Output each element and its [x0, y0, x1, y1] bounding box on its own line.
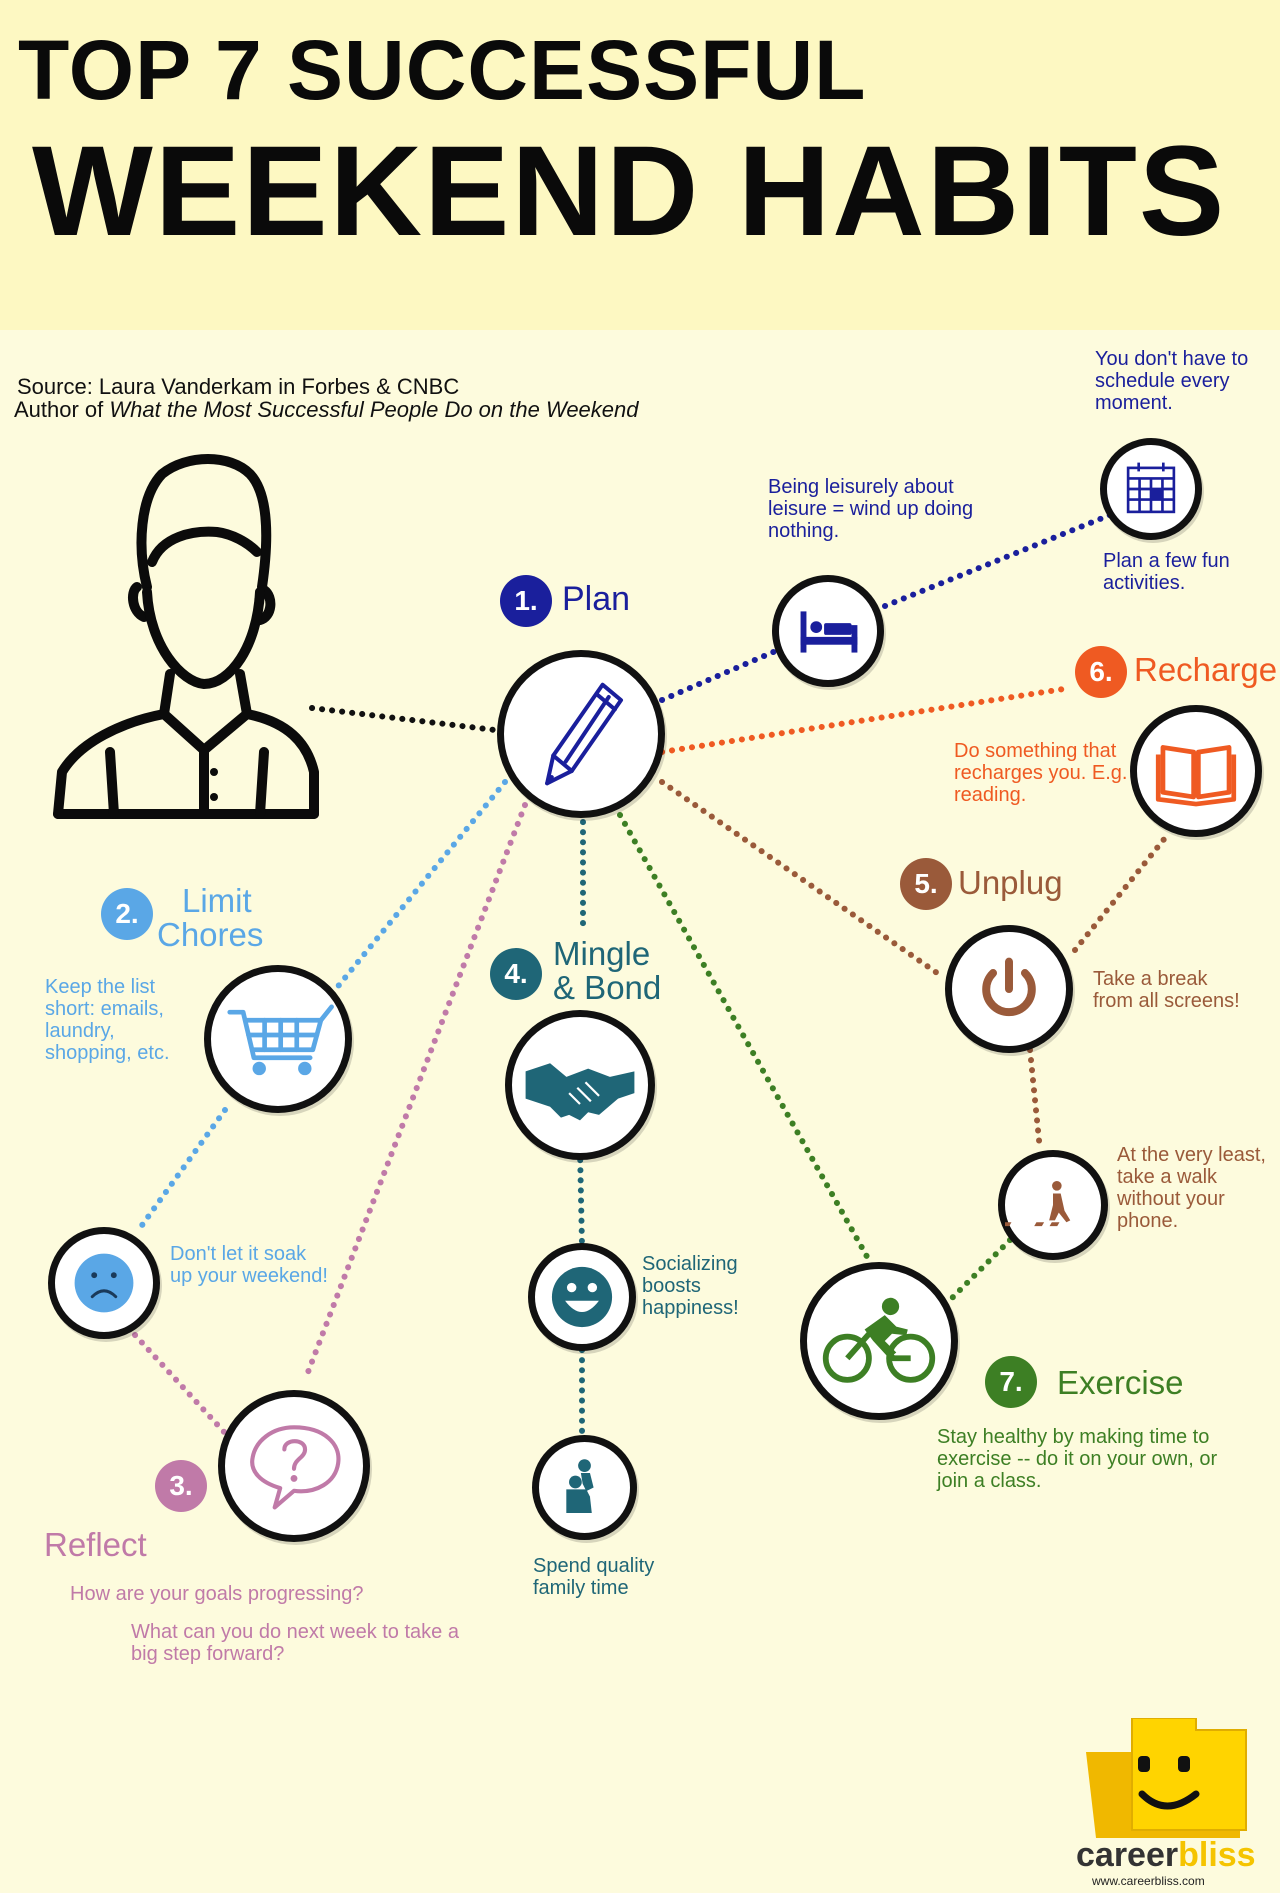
mingle-circle	[505, 1010, 655, 1160]
exercise-title: Exercise	[1057, 1364, 1184, 1401]
plan-note-leisure: Being leisurely about leisure = wind up …	[768, 476, 974, 542]
unplug-number-badge: 5.	[900, 858, 952, 910]
unplug-note-break: Take a break from all screens!	[1093, 968, 1240, 1012]
bed-icon	[800, 611, 858, 653]
recharge-number-badge: 6.	[1075, 646, 1127, 698]
connector-unplug-walk	[1027, 1047, 1043, 1153]
source-line: Source: Laura Vanderkam in Forbes & CNBC	[17, 374, 460, 399]
connector-plan-cycle	[617, 812, 873, 1265]
mingle-note-family: Spend quality family time	[533, 1555, 655, 1599]
smiley-icon	[551, 1266, 613, 1328]
reflect-number-badge: 3.	[155, 1460, 207, 1512]
connector-plan-unplug	[659, 779, 943, 978]
chores-number-badge: 2.	[101, 888, 153, 940]
connector-handshake-smile	[577, 1147, 585, 1248]
walk-circle	[998, 1150, 1108, 1260]
reflect-title: Reflect	[44, 1526, 147, 1563]
connector-cart-sad	[137, 1107, 228, 1231]
title-line-1: TOP 7 SUCCESSFUL	[18, 23, 867, 117]
plan-title: Plan	[562, 580, 631, 618]
mingle-title-line1: Mingle	[553, 935, 651, 972]
careerbliss-smiley-icon	[1086, 1718, 1247, 1838]
title-line-2: WEEKEND HABITS	[32, 120, 1227, 263]
logo-bliss: bliss	[1178, 1836, 1256, 1874]
power-icon	[982, 957, 1036, 1017]
connector-sad-reflect	[132, 1332, 228, 1436]
author-line: Author of What the Most Successful Peopl…	[14, 397, 639, 423]
connector-plan-chores	[332, 779, 508, 993]
connector-unplug-book	[1072, 835, 1168, 953]
reflect-note-next: What can you do next week to take a big …	[131, 1621, 459, 1665]
unplug-circle	[945, 925, 1073, 1053]
smile-circle	[528, 1243, 636, 1351]
chores-circle	[204, 965, 352, 1113]
recharge-title: Recharge	[1134, 651, 1278, 688]
connector-plan-recharge	[659, 685, 1073, 755]
chores-title-line1: Limit	[182, 882, 252, 919]
unplug-note-walk: At the very least, take a walk without y…	[1117, 1144, 1266, 1232]
plan-circle	[497, 650, 665, 818]
chores-note-list: Keep the list short: emails, laundry, sh…	[45, 976, 170, 1064]
plan-note-schedule: You don't have to schedule every moment.	[1095, 348, 1249, 414]
header-banner: TOP 7 SUCCESSFUL WEEKEND HABITS	[0, 0, 1280, 330]
mingle-title-line2: & Bond	[553, 969, 662, 1006]
exercise-circle	[800, 1262, 958, 1420]
calendar-icon	[1126, 462, 1176, 514]
book-title: What the Most Successful People Do on th…	[109, 397, 639, 422]
pencil-icon	[545, 682, 624, 786]
family-icon	[566, 1459, 594, 1513]
connector-plan-reflect	[302, 802, 528, 1383]
reflect-note-goals: How are your goals progressing?	[70, 1583, 364, 1605]
mingle-note-social: Socializing boosts happiness!	[642, 1253, 739, 1319]
mingle-number-badge: 4.	[490, 948, 542, 1000]
unplug-title: Unplug	[958, 864, 1063, 901]
sad-circle	[48, 1227, 160, 1339]
connector-plan-bed	[659, 647, 781, 703]
connector-bed-calendar	[882, 512, 1113, 609]
connector-person-plan	[309, 705, 498, 733]
mingle-title: Mingle & Bond	[553, 937, 661, 1005]
careerbliss-wordmark: careerbliss	[1076, 1836, 1256, 1875]
exercise-number-badge: 7.	[985, 1356, 1037, 1408]
cyclist-icon	[822, 1297, 936, 1383]
shopping-cart-icon	[227, 1004, 334, 1076]
family-circle	[532, 1435, 637, 1540]
chores-note-soak: Don't let it soak up your weekend!	[170, 1243, 328, 1287]
calendar-circle	[1100, 438, 1202, 540]
plan-number-badge: 1.	[500, 575, 552, 627]
recharge-circle	[1130, 705, 1262, 837]
person-icon	[53, 454, 319, 819]
handshake-icon	[525, 1063, 635, 1121]
logo-career: career	[1076, 1836, 1179, 1874]
crosswalk-icon	[1005, 1181, 1071, 1227]
book-icon	[1155, 745, 1237, 807]
sad-face-icon	[74, 1253, 134, 1313]
author-prefix: Author of	[14, 397, 110, 422]
chores-title: Limit Chores	[157, 884, 263, 952]
bed-circle	[772, 575, 884, 687]
exercise-note: Stay healthy by making time to exercise …	[937, 1426, 1218, 1492]
chores-title-line2: Chores	[157, 916, 264, 953]
question-bubble-icon	[250, 1425, 341, 1510]
plan-note-fun: Plan a few fun activities.	[1103, 550, 1230, 594]
recharge-note: Do something that recharges you. E.g. re…	[954, 740, 1128, 806]
reflect-circle	[218, 1390, 370, 1542]
careerbliss-url: www.careerbliss.com	[1092, 1874, 1205, 1888]
connector-walk-cycle	[947, 1237, 1013, 1303]
